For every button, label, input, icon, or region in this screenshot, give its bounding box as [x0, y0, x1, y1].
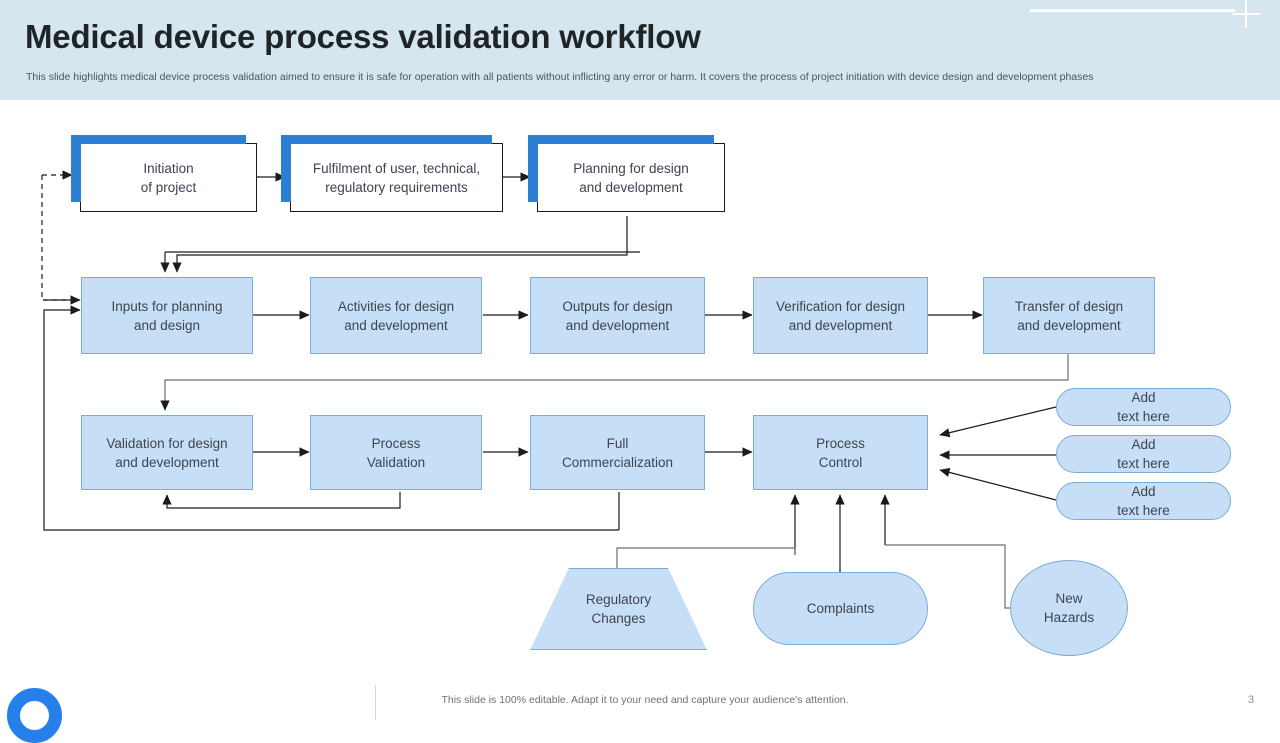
node-outputs-design-development[interactable]: Outputs for design and development: [530, 277, 705, 354]
node-label-line1: New: [1055, 591, 1083, 606]
wire-pv-feedback: [162, 492, 401, 509]
connector-layer: [41, 170, 1069, 609]
node-label-line1: Process: [816, 435, 865, 451]
node-activities-design-development[interactable]: Activities for design and development: [310, 277, 482, 354]
node-transfer-design-development[interactable]: Transfer of design and development: [983, 277, 1155, 354]
page-subtitle: This slide highlights medical device pro…: [26, 71, 1094, 83]
accent-bar-top: [71, 135, 246, 144]
node-label-line1: Validation for design: [106, 435, 228, 451]
wire-hazards-elbow: [885, 544, 1010, 609]
node-label-line2: and development: [115, 454, 219, 470]
node-initiation-of-project[interactable]: Initiation of project: [71, 135, 257, 212]
node-label-line1: Complaints: [806, 601, 875, 616]
node-label-line1: Planning for design: [573, 160, 689, 176]
wire-outer-feedback: [43, 305, 619, 531]
wire-left-dashed-riser: [41, 175, 72, 301]
node-inputs-planning-design[interactable]: Inputs for planning and design: [81, 277, 253, 354]
sparkle-icon: [1232, 0, 1260, 28]
node-full-commercialization[interactable]: Full Commercialization: [530, 415, 705, 490]
node-label-line2: and development: [788, 317, 893, 333]
node-validation-design-development[interactable]: Validation for design and development: [81, 415, 253, 490]
accent-bar-top: [528, 135, 714, 144]
node-label-line1: Add: [1131, 437, 1156, 452]
node-verification-design-development[interactable]: Verification for design and development: [753, 277, 928, 354]
node-label-line1: Add: [1131, 484, 1156, 499]
node-label-line1: Outputs for design: [562, 298, 673, 314]
accent-bar-left: [281, 135, 291, 202]
node-planning-design-development[interactable]: Planning for design and development: [528, 135, 725, 212]
node-label-line2: Commercialization: [561, 454, 674, 470]
brand-logo-icon: [7, 688, 62, 743]
node-fulfilment-requirements[interactable]: Fulfilment of user, technical, regulator…: [281, 135, 503, 212]
node-add-text-here-1[interactable]: Add text here: [1056, 388, 1231, 426]
node-add-text-here-2[interactable]: Add text here: [1056, 435, 1231, 473]
node-label-line2: Hazards: [1043, 610, 1095, 625]
wire-transfer-to-validation: [160, 354, 1069, 411]
node-label-line2: text here: [1117, 409, 1170, 424]
header-band: [0, 0, 1280, 100]
node-label-line1: Fulfilment of user, technical,: [312, 160, 481, 176]
node-label-line1: Verification for design: [775, 298, 906, 314]
node-label-line2: and development: [344, 317, 448, 333]
node-label-line1: Regulatory: [585, 592, 652, 607]
node-label-line2: Control: [818, 454, 863, 470]
node-complaints[interactable]: Complaints: [753, 572, 928, 645]
accent-bar-left: [71, 135, 81, 202]
wire-reg-elbow: [616, 547, 796, 568]
page-number: 3: [1248, 694, 1255, 706]
node-label-line2: of project: [140, 179, 197, 195]
node-label-line1: Add: [1131, 390, 1156, 405]
wire-pill1-to-pc: [939, 406, 1057, 438]
node-label-line2: and development: [565, 317, 670, 333]
node-label-line2: and development: [579, 179, 683, 195]
footer-note: This slide is 100% editable. Adapt it to…: [441, 694, 849, 706]
node-label-line2: and development: [1017, 317, 1121, 333]
node-label-line1: Full: [606, 435, 629, 451]
header-accent-line: [1030, 9, 1235, 12]
node-label-line2: and design: [133, 317, 201, 333]
accent-bar-left: [528, 135, 538, 202]
node-label-line2: Validation: [366, 454, 426, 470]
wire-pill3-to-pc: [939, 467, 1057, 501]
node-add-text-here-3[interactable]: Add text here: [1056, 482, 1231, 520]
node-label-line2: text here: [1117, 456, 1170, 471]
node-label-line1: Activities for design: [337, 298, 455, 314]
node-label-line2: Changes: [591, 611, 646, 626]
wire-planning-to-inputs: [172, 216, 628, 273]
node-process-validation[interactable]: Process Validation: [310, 415, 482, 490]
node-label-line1: Process: [371, 435, 421, 451]
node-label-line1: Initiation: [143, 160, 194, 176]
node-process-control[interactable]: Process Control: [753, 415, 928, 490]
footer-divider: [375, 685, 376, 720]
node-label-line2: text here: [1117, 503, 1170, 518]
node-label-line1: Transfer of design: [1014, 298, 1124, 314]
page-title: Medical device process validation workfl…: [25, 18, 701, 55]
node-label-line2: regulatory requirements: [325, 179, 468, 195]
node-label-line1: Inputs for planning: [111, 298, 223, 314]
node-new-hazards[interactable]: New Hazards: [1010, 560, 1128, 656]
accent-bar-top: [281, 135, 492, 144]
